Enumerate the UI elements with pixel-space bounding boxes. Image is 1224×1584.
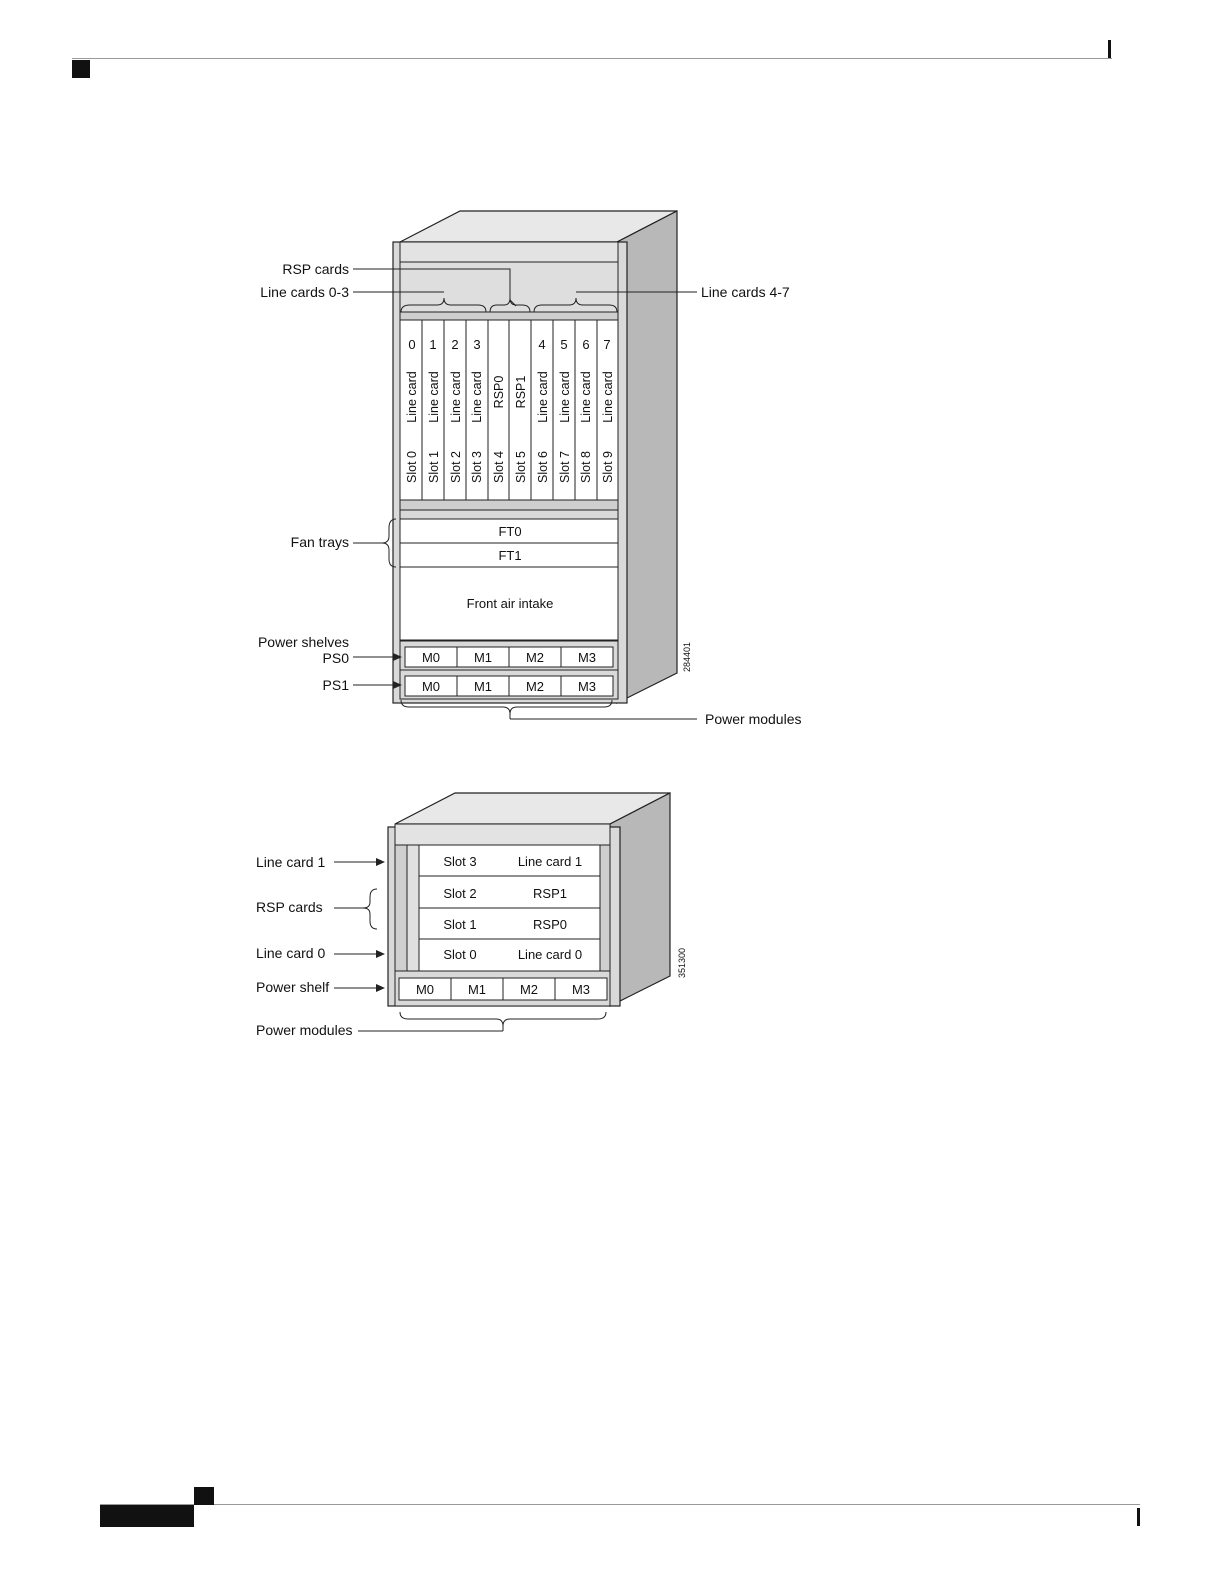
callout-fan-trays: Fan trays xyxy=(291,534,349,550)
callout-lines-1 xyxy=(353,268,697,720)
row-card-3: Line card 1 xyxy=(518,854,582,869)
callout-rsp-cards: RSP cards xyxy=(282,261,349,277)
footer-block xyxy=(100,1505,194,1527)
card-slots: 0 1 2 3 4 5 6 7 Line card Line card Line… xyxy=(399,319,619,501)
shelf2-module-m0: M0 xyxy=(416,982,434,997)
figure-id-2: 351300 xyxy=(677,948,687,978)
chassis-diagram-1: 0 1 2 3 4 5 6 7 Line card Line card Line… xyxy=(258,210,802,727)
slot-label-5: Slot 5 xyxy=(514,451,528,483)
slot-card-0: Line card xyxy=(405,371,419,422)
slot-card-5: RSP1 xyxy=(514,376,528,409)
shelf2-module-m1: M1 xyxy=(468,982,486,997)
header-rule xyxy=(72,58,1112,59)
callout-lines-2 xyxy=(334,861,607,1032)
shelf2-module-m2: M2 xyxy=(520,982,538,997)
slot-label-0: Slot 0 xyxy=(405,451,419,483)
slot-label-3: Slot 3 xyxy=(470,451,484,483)
slot-label-1: Slot 1 xyxy=(427,451,441,483)
slot-label-6: Slot 6 xyxy=(536,451,550,483)
fan-tray-ft1-label: FT1 xyxy=(498,548,521,563)
row-card-2: RSP1 xyxy=(533,886,567,901)
slot-card-2: Line card xyxy=(449,371,463,422)
slot-card-6: Line card xyxy=(536,371,550,422)
air-intake-label: Front air intake xyxy=(467,596,554,611)
slot-number-8: 6 xyxy=(582,337,589,352)
ps0-module-m1: M1 xyxy=(474,650,492,665)
power-shelf-ps1: M0 M1 M2 M3 xyxy=(399,669,619,700)
footer-tab xyxy=(194,1487,214,1505)
footer-marker xyxy=(1137,1508,1140,1526)
slot-card-7: Line card xyxy=(558,371,572,422)
callout-ps0: PS0 xyxy=(323,650,350,666)
callout-line-cards-4-7: Line cards 4-7 xyxy=(701,284,790,300)
slot-number-6: 4 xyxy=(538,337,545,352)
callout-line-cards-0-3: Line cards 0-3 xyxy=(260,284,349,300)
row-slot-3: Slot 3 xyxy=(443,854,476,869)
slot-number-9: 7 xyxy=(603,337,610,352)
ps1-module-m3: M3 xyxy=(578,679,596,694)
row-slot-1: Slot 1 xyxy=(443,917,476,932)
slot-number-2: 2 xyxy=(451,337,458,352)
slot-number-0: 0 xyxy=(408,337,415,352)
slot-card-9: Line card xyxy=(601,371,615,422)
callout-power-modules-2: Power modules xyxy=(256,1022,353,1038)
ps0-module-m0: M0 xyxy=(422,650,440,665)
air-intake xyxy=(399,566,619,641)
fan-tray-ft1 xyxy=(399,542,619,568)
slot-number-1: 1 xyxy=(429,337,436,352)
slot-card-4: RSP0 xyxy=(492,376,506,409)
shelf2-module-m3: M3 xyxy=(572,982,590,997)
chassis-diagram-2: Slot 3 Line card 1 Slot 2 RSP1 Slot 1 RS… xyxy=(256,792,687,1038)
slot-rows xyxy=(418,844,601,972)
fan-tray-ft0-label: FT0 xyxy=(498,524,521,539)
header-block xyxy=(72,60,90,78)
slot-label-7: Slot 7 xyxy=(558,451,572,483)
slot-label-2: Slot 2 xyxy=(449,451,463,483)
slot-number-3: 3 xyxy=(473,337,480,352)
slot-number-7: 5 xyxy=(560,337,567,352)
callout-arrowheads-2 xyxy=(376,858,385,992)
callout-line-card-0: Line card 0 xyxy=(256,945,325,961)
slot-card-8: Line card xyxy=(579,371,593,422)
footer-rule xyxy=(100,1504,1140,1505)
callout-power-shelves: Power shelves xyxy=(258,634,349,650)
slot-card-1: Line card xyxy=(427,371,441,422)
callout-power-shelf: Power shelf xyxy=(256,979,329,995)
callout-rsp-cards-2: RSP cards xyxy=(256,899,323,915)
row-card-0: Line card 0 xyxy=(518,947,582,962)
ps1-module-m0: M0 xyxy=(422,679,440,694)
ps0-module-m3: M3 xyxy=(578,650,596,665)
fan-tray-ft0 xyxy=(399,518,619,544)
callout-line-card-1: Line card 1 xyxy=(256,854,325,870)
callout-arrowheads-1 xyxy=(393,653,402,689)
callout-ps1: PS1 xyxy=(323,677,350,693)
figure-id-1: 284401 xyxy=(682,642,692,672)
slot-card-3: Line card xyxy=(470,371,484,422)
row-card-1: RSP0 xyxy=(533,917,567,932)
slot-label-4: Slot 4 xyxy=(492,451,506,483)
header-marker xyxy=(1108,40,1111,58)
callout-power-modules: Power modules xyxy=(705,711,802,727)
ps1-module-m1: M1 xyxy=(474,679,492,694)
ps1-module-m2: M2 xyxy=(526,679,544,694)
slot-label-8: Slot 8 xyxy=(579,451,593,483)
ps0-module-m2: M2 xyxy=(526,650,544,665)
slot-label-9: Slot 9 xyxy=(601,451,615,483)
row-slot-2: Slot 2 xyxy=(443,886,476,901)
row-slot-0: Slot 0 xyxy=(443,947,476,962)
power-shelf-ps0: M0 M1 M2 M3 xyxy=(399,640,619,671)
fan-trays: FT0 FT1 xyxy=(399,518,619,568)
power-shelf-2: M0 M1 M2 M3 xyxy=(394,970,611,1007)
